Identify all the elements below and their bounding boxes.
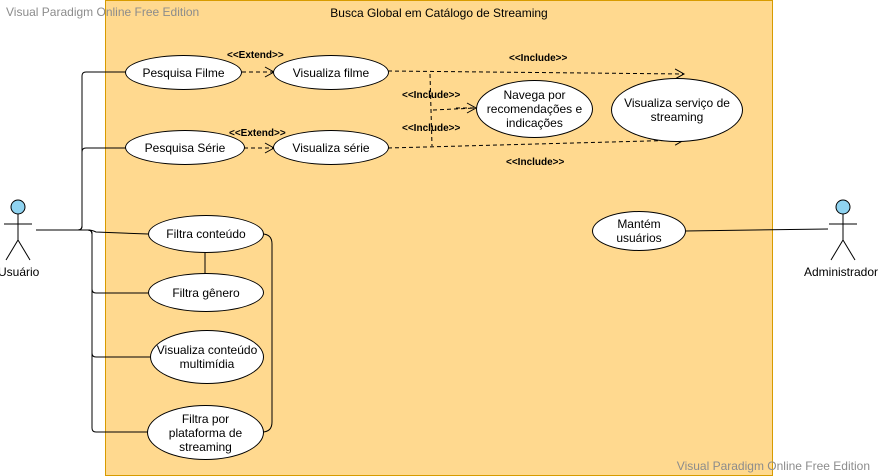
use-case-visualiza-filme[interactable]: Visualiza filme [273, 55, 389, 90]
actor-user-head [10, 199, 26, 215]
link-filter-bracket [261, 233, 273, 433]
assoc-admin-mantem [684, 228, 829, 232]
use-case-visualiza-serie[interactable]: Visualiza série [273, 130, 389, 165]
assoc-user-plataforma [36, 229, 148, 433]
use-case-visualiza-servico[interactable]: Visualiza serviço de streaming [611, 78, 743, 142]
use-case-label: Visualiza série [292, 140, 370, 155]
use-case-filtra-conteudo[interactable]: Filtra conteúdo [148, 215, 264, 253]
include-label-filme: <<Include>> [509, 53, 568, 64]
use-case-label: Filtra conteúdo [166, 227, 246, 241]
system-title: Busca Global em Catálogo de Streaming [330, 6, 548, 20]
use-case-label: Visualiza conteúdo multimídia [156, 343, 258, 371]
use-case-pesquisa-serie[interactable]: Pesquisa Série [125, 130, 245, 165]
actor-user-figure [4, 199, 32, 261]
use-case-label: Navega por recomendações e indicações [486, 88, 583, 130]
actor-user-label: Usuário [0, 265, 40, 279]
actor-admin-figure [829, 199, 857, 261]
watermark-bottom: Visual Paradigm Online Free Edition [676, 459, 870, 473]
include-filme-servico [387, 68, 686, 80]
use-case-navega-recomendacoes[interactable]: Navega por recomendações e indicações [476, 80, 593, 138]
use-case-label: Mantém usuários [616, 217, 662, 245]
use-case-filtra-plataforma[interactable]: Filtra por plataforma de streaming [147, 405, 264, 460]
assoc-user-pesquisa-filme [36, 71, 126, 231]
use-case-mantem-usuarios[interactable]: Mantém usuários [592, 211, 686, 251]
use-case-label: Visualiza filme [292, 65, 370, 80]
extend-label-filme: <<Extend>> [227, 50, 284, 61]
include-serie-servico [387, 134, 686, 149]
use-case-label: Filtra por plataforma de streaming [168, 411, 243, 454]
actor-admin-label: Administrador [804, 265, 879, 279]
include-label-serie: <<Include>> [506, 157, 565, 168]
use-case-label: Pesquisa Série [144, 140, 226, 155]
use-case-label: Pesquisa Filme [142, 65, 225, 80]
watermark-top: Visual Paradigm Online Free Edition [6, 5, 200, 19]
use-case-label: Filtra gênero [172, 285, 240, 300]
include-label-navega-top: <<Include>> [402, 90, 461, 101]
include-to-navega [429, 73, 477, 147]
use-case-visualiza-multimidia[interactable]: Visualiza conteúdo multimídia [150, 330, 264, 384]
assoc-user-pesquisa-serie [36, 147, 126, 231]
use-case-pesquisa-filme[interactable]: Pesquisa Filme [125, 55, 242, 90]
use-case-filtra-genero[interactable]: Filtra gênero [148, 273, 264, 312]
use-case-label: Visualiza serviço de streaming [624, 96, 730, 124]
include-label-navega-bottom: <<Include>> [402, 123, 461, 134]
extend-label-serie: <<Extend>> [229, 128, 286, 139]
actor-admin-head [835, 199, 851, 215]
